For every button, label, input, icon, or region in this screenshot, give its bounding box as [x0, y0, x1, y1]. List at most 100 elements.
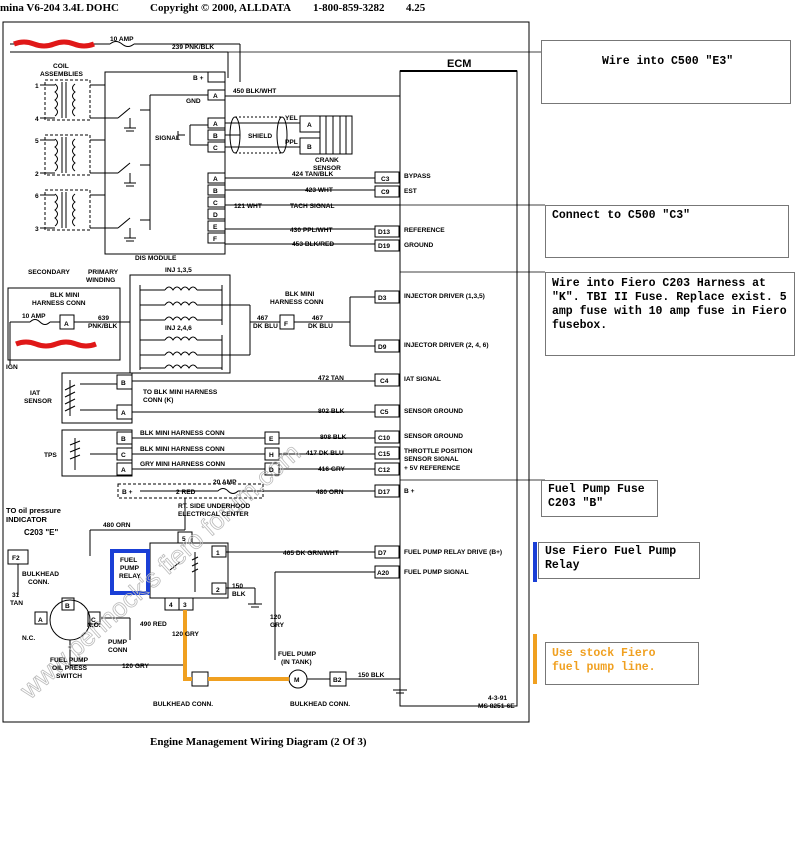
wire-639: PNK/BLK: [88, 323, 118, 330]
wire-label: 423 WHT: [305, 187, 333, 194]
pin-f: F: [284, 321, 288, 328]
dis-module-box: [104, 71, 226, 255]
bulkhead-conn-bottom: BULKHEAD CONN.: [153, 701, 213, 708]
iat-pin: A: [121, 410, 126, 417]
tps-pin: C: [121, 452, 126, 459]
red-scribble-top: [13, 39, 95, 49]
relay-label: PUMP: [120, 565, 140, 572]
note-wire-c500-e3: Wire into C500 "E3": [541, 40, 791, 104]
oil-pressure-label: TO oil pressure: [6, 506, 61, 515]
harness-label: BLK MINI: [50, 292, 79, 299]
coil-num: 4: [35, 116, 39, 123]
wire-120-c: 120 GRY: [122, 663, 149, 670]
oil-switch-label: OIL PRESS: [52, 665, 88, 672]
blue-bar-marker: [533, 542, 537, 582]
wire-label: 453 BLK/RED: [292, 241, 334, 248]
signal-label: SIGNAL: [155, 135, 180, 142]
dis-pin: GND: [186, 98, 201, 105]
relay-pin: 1: [216, 550, 220, 557]
ecm-pin: D9: [378, 344, 387, 351]
underhood-label: ELECTRICAL CENTER: [178, 511, 249, 518]
dis-pin: E: [213, 224, 218, 231]
coil-num: 6: [35, 193, 39, 200]
motor-label: M: [294, 677, 300, 684]
diagram-frame: [2, 21, 530, 723]
crank-label: SENSOR: [313, 165, 341, 172]
to-blk-mini: TO BLK MINI HARNESS: [143, 389, 218, 396]
dis-pin: A: [213, 93, 218, 100]
dis-pin: B: [213, 188, 218, 195]
coil-num: 1: [35, 83, 39, 90]
wire-467: 467: [257, 315, 268, 322]
dis-pin: F: [213, 236, 217, 243]
tps-conn-pin: D: [269, 467, 274, 474]
b2-label: B2: [333, 677, 342, 684]
tps-conn-label: GRY MINI HARNESS CONN: [140, 461, 225, 468]
ecm-row-label: INJECTOR DRIVER (1,3,5): [404, 293, 485, 300]
bplus-left: B +: [122, 489, 133, 496]
dis-pin: D: [213, 212, 218, 219]
wire-480-label: 480 ORN: [103, 522, 131, 529]
signal-pin: C: [213, 145, 218, 152]
ecm-row-label: + 5V REFERENCE: [404, 465, 461, 472]
bulkhead-conn-bottom-2: BULKHEAD CONN.: [290, 701, 350, 708]
ecm-row-label: FUEL PUMP RELAY DRIVE (B+): [404, 549, 502, 556]
c203-e-label: C203 "E": [24, 528, 58, 537]
dis-pin: B +: [193, 75, 204, 82]
wire-label: 808 BLK: [320, 434, 347, 441]
pin-a: A: [64, 321, 69, 328]
fuel-pump-label: (IN TANK): [281, 659, 312, 666]
relay-pin: 2: [216, 587, 220, 594]
signal-pin: A: [213, 121, 218, 128]
wire-239: 239 PNK/BLK: [172, 44, 214, 51]
coil-title-1: COIL: [53, 63, 69, 70]
iat-label: SENSOR: [24, 398, 52, 405]
bulkhead-label: CONN.: [28, 579, 49, 586]
relay-label: FUEL: [120, 557, 137, 564]
header-version: 4.25: [406, 2, 426, 14]
ecm-row-label: REFERENCE: [404, 227, 445, 234]
switch-pin: A: [38, 617, 43, 624]
dis-module-label: DIS MODULE: [135, 255, 177, 262]
oil-pressure-label: INDICATOR: [6, 515, 48, 524]
fuel-pump-label: FUEL PUMP: [278, 651, 317, 658]
crank-pin: A: [307, 122, 312, 129]
yel-label: YEL: [285, 115, 298, 122]
relay-pin: 4: [169, 602, 173, 609]
wire-467: DK BLU: [308, 323, 333, 330]
ecm-row-label: INJECTOR DRIVER (2, 4, 6): [404, 342, 489, 349]
relay-pin: 5: [182, 536, 186, 543]
harness-label: BLK MINI: [285, 291, 314, 298]
signal-pin: B: [213, 133, 218, 140]
wire-label: 417 DK BLU: [306, 450, 344, 457]
ecm-row-label: BYPASS: [404, 173, 431, 180]
header-copyright: Copyright © 2000, ALLDATA: [150, 2, 292, 14]
ecm-row-label: SENSOR GROUND: [404, 408, 463, 415]
orange-line-annotation: [183, 610, 192, 681]
dis-pin: A: [213, 176, 218, 183]
wire-label: 424 TAN/BLK: [292, 171, 334, 178]
underhood-label: RT. SIDE UNDERHOOD: [178, 503, 250, 510]
wire-label: 416 GRY: [318, 466, 345, 473]
wire-120: GRY: [270, 622, 285, 629]
diagram-caption: Engine Management Wiring Diagram (2 Of 3…: [150, 736, 367, 748]
no-label: N.O.: [87, 622, 101, 629]
ecm-pin: D7: [378, 550, 387, 557]
date-code: MS 8251-6E: [478, 703, 515, 710]
dis-pin: C: [213, 200, 218, 207]
red-scribble-left: [15, 339, 97, 349]
tps-label: TPS: [44, 452, 57, 459]
relay-label: RELAY: [119, 573, 141, 580]
harness-label: HARNESS CONN: [32, 300, 86, 307]
crank-label: CRANK: [315, 157, 339, 164]
note-stock-fuel-line: Use stock Fiero fuel pump line.: [545, 642, 699, 685]
f2-label: F2: [12, 555, 20, 562]
blue-relay-highlight: [110, 549, 150, 595]
ecm-row-label: GROUND: [404, 242, 434, 249]
wire-490: 490 RED: [140, 621, 167, 628]
ecm-pin: D19: [378, 243, 390, 250]
harness-label: HARNESS CONN: [270, 299, 324, 306]
ecm-pin: C3: [381, 176, 390, 183]
date-code: 4-3-91: [488, 695, 507, 702]
switch-pin: B: [65, 603, 70, 610]
